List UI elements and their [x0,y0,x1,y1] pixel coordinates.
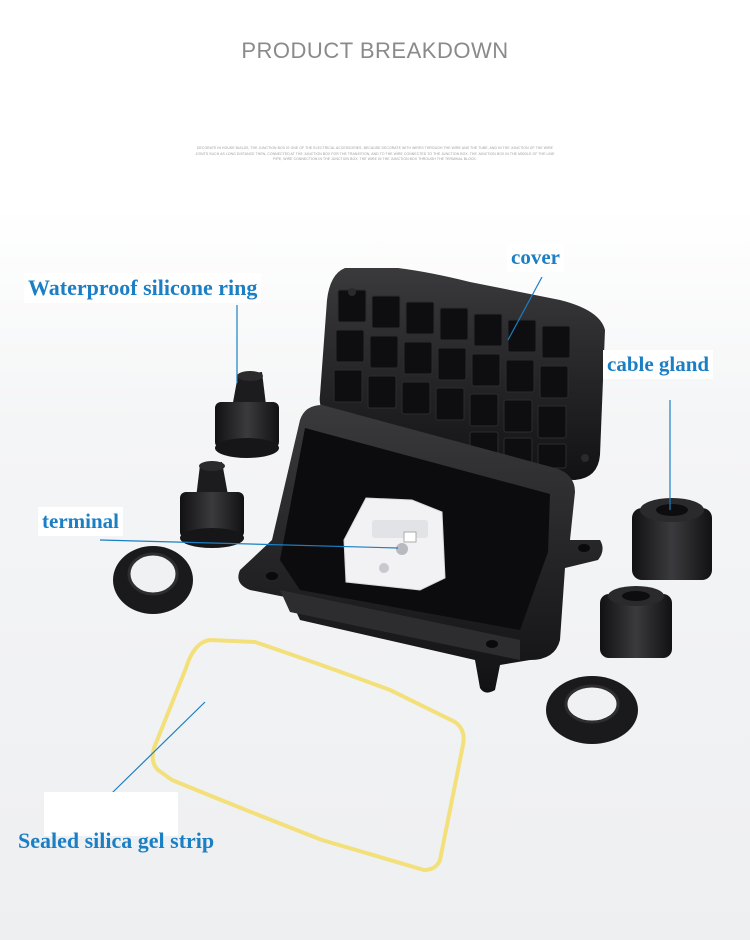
label-silicone-ring: Waterproof silicone ring [24,273,262,303]
left-locknut [113,546,193,614]
terminal-block [343,497,446,591]
label-gel-strip-backdrop [44,792,178,836]
gel-strip-gasket [150,637,466,873]
leader-lines [99,276,671,794]
label-terminal: terminal [38,507,123,536]
fineprint-text: DECORATE IN HOUSE BUILDS, THE JUNCTION B… [195,146,555,161]
page-title: PRODUCT BREAKDOWN [241,38,509,63]
left-glands [180,371,279,548]
right-glands [546,498,712,744]
label-gel-strip: Sealed silica gel strip [18,828,215,853]
label-cover: cover [507,243,564,272]
label-cable-gland: cable gland [603,350,714,379]
